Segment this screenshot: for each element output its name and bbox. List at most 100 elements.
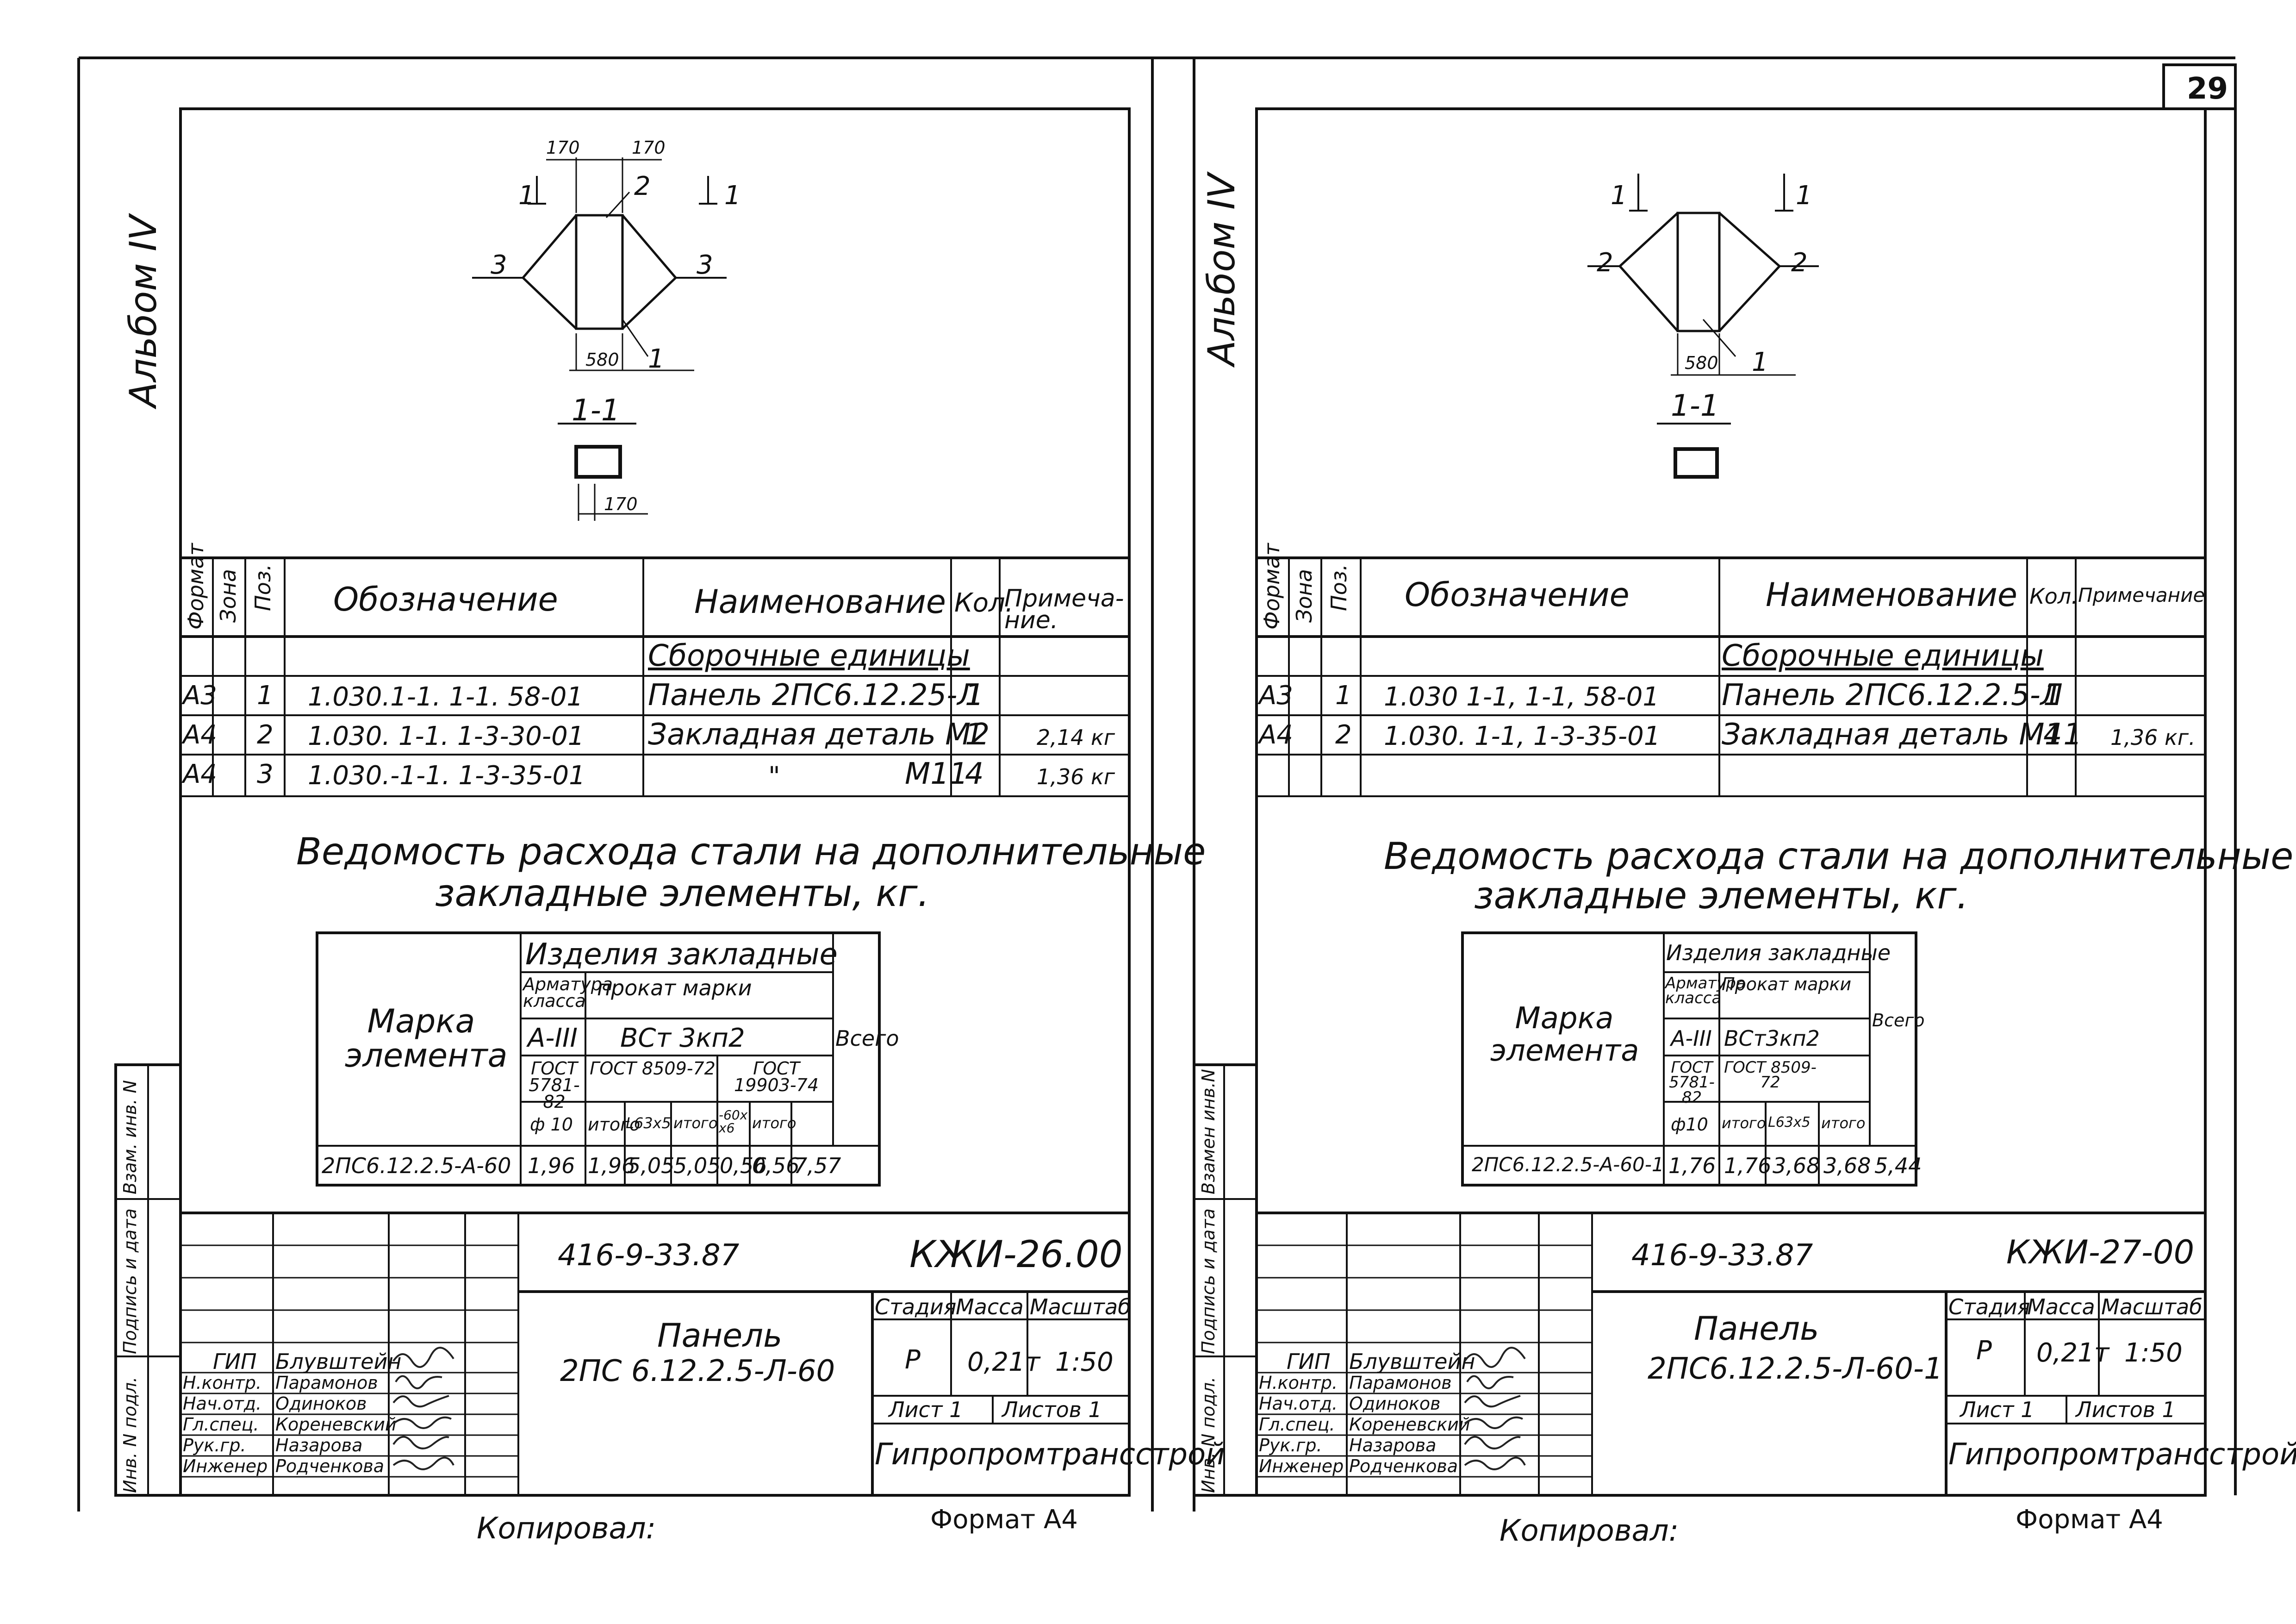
pos-label-3-left: 3 [491,250,507,280]
steel-header-mark: Марка элемента [1490,1001,1639,1068]
steel-title-line1: Ведомость расхода стали на дополнительны… [1384,835,2294,878]
tb-stage-h: Стадия [875,1294,957,1319]
steel-value: 0,56 [720,1153,767,1178]
row-name: Закладная деталь М2 [648,718,990,752]
row-name: Панель 2ПС6.12.2.5-Л [1722,678,2063,712]
steel-col: итого [588,1114,641,1135]
row-qty: 1 [965,678,984,712]
tb-person: Парамонов [275,1373,378,1393]
tb-mass-h: Масса [2027,1294,2095,1319]
col-designation: Обозначение [1405,576,1630,614]
dim-left: 170 [546,137,580,158]
row-designation: 1.030.-1-1. 1-3-35-01 [308,761,585,791]
group-title: Сборочные единицы [1722,639,2044,673]
steel-rebar-class: А-III [1671,1026,1712,1051]
row-note: 1,36 кг. [2110,725,2196,750]
dim-width: 580 [585,350,619,370]
steel-row-mark: 2ПС6.12.2.5-А-60-1 [1472,1153,1664,1176]
tb-mass: 0,21т [2036,1338,2109,1368]
row-note: 2,14 кг [1037,725,1115,750]
row-format: А3 [1259,681,1293,711]
steel-col: итого [752,1114,796,1132]
steel-col: L63х5 [626,1114,671,1132]
row-qty: 4 [2043,718,2062,752]
group-title: Сборочные единицы [648,639,970,673]
steel-header-mark: Марка элемента [345,1002,508,1074]
row-pos: 3 [257,759,274,789]
tb-person: Кореневский [1349,1414,1470,1435]
tb-scale: 1:50 [2124,1338,2183,1368]
tb-org: Гипропромтрансстрой [1948,1437,2296,1472]
tb-person: Кореневский [275,1414,397,1435]
row-name: Закладная деталь М11 [1722,718,2082,752]
steel-col: итого [1722,1114,1766,1132]
steel-value: 1,76 [1724,1153,1772,1178]
tb-stage: Р [1976,1336,1992,1366]
steel-header-products: Изделия закладные [1666,940,1891,965]
steel-header-products: Изделия закладные [525,937,838,972]
tb-person: Одиноков [275,1393,367,1414]
tb-role: Н.контр. [1259,1373,1338,1393]
row-designation: 1.030. 1-1. 1-3-30-01 [308,721,585,751]
tb-stage: Р [905,1345,921,1375]
tb-role: Рук.гр. [183,1435,246,1455]
tb-person: Родченкова [1349,1456,1458,1476]
steel-col: -60х х6 [719,1107,748,1136]
steel-total-header: Всего [835,1026,899,1051]
tb-title: Панель [657,1317,783,1355]
tb-role: Гл.спец. [183,1414,259,1435]
tb-scale-h: Масштаб [2101,1294,2203,1319]
pos-label-2-left: 2 [1597,248,1613,278]
tb-sheet: Лист 1 [1960,1397,2035,1422]
steel-gost2: ГОСТ 8509-72 [1724,1058,1817,1092]
steel-value: 1,96 [588,1153,635,1178]
row-qty: 1 [2043,678,2062,712]
col-note: Примечание [2078,584,2205,606]
tb-doc: КЖИ-26.00 [909,1233,1123,1276]
footer-format: Формат А4 [2016,1505,2163,1535]
steel-col: L63х5 [1768,1114,1811,1131]
pos-label-1: 1 [648,344,665,374]
steel-col: итого [1821,1114,1866,1132]
dim-right: 170 [632,137,666,158]
row-note: 1,36 кг [1037,764,1115,789]
row-designation: 1.030. 1-1, 1-3-35-01 [1384,721,1661,751]
margin-replace: Взамен инв.N [1198,1069,1219,1194]
tb-scale: 1:50 [1055,1347,1114,1377]
row-format: А3 [183,681,217,711]
steel-gost1: ГОСТ 5781-82 [1669,1058,1715,1107]
row-qty: 4 [965,757,984,791]
steel-gost1: ГОСТ 5781-82 [529,1058,580,1112]
margin-inv: Инв. N подл. [1198,1376,1219,1493]
col-name: Наименование [1766,576,2017,614]
section-mark-left: 1 [518,181,535,211]
row-format: А4 [1259,720,1293,750]
steel-value: 5,05 [673,1153,721,1178]
tb-role: Н.контр. [183,1373,262,1393]
steel-value: 5,05 [627,1153,675,1178]
steel-value: 3,68 [1773,1153,1820,1178]
steel-value: 0,56 [752,1153,800,1178]
footer-copied: Копировал: [1500,1514,1679,1548]
steel-row-mark: 2ПС6.12.2.5-А-60 [322,1153,511,1178]
steel-header-rolled: Прокат марки [1722,974,1852,994]
tb-person: Блувштейн [275,1349,402,1374]
steel-total: 5,44 [1874,1153,1922,1178]
pos-label-2-right: 2 [1791,248,1808,278]
tb-person: Назарова [275,1435,363,1455]
section-mark-right: 1 [724,181,741,211]
col-name: Наименование [694,583,946,621]
tb-scale-h: Масштаб [1030,1294,1131,1319]
tb-person: Назарова [1349,1435,1437,1455]
steel-gost2: ГОСТ 8509-72 [590,1058,716,1079]
margin-sign-date: Подпись и дата [1198,1208,1219,1354]
section-title: 1-1 [572,394,620,428]
tb-doc: КЖИ-27-00 [2006,1233,2195,1271]
page-number: 29 [2187,72,2228,106]
steel-title-line1: Ведомость расхода стали на дополнительны… [296,830,1206,873]
tb-person: Парамонов [1349,1373,1452,1393]
tb-person: Блувштейн [1349,1349,1475,1374]
steel-title-line2: закладные элементы, кг. [1474,874,1969,917]
